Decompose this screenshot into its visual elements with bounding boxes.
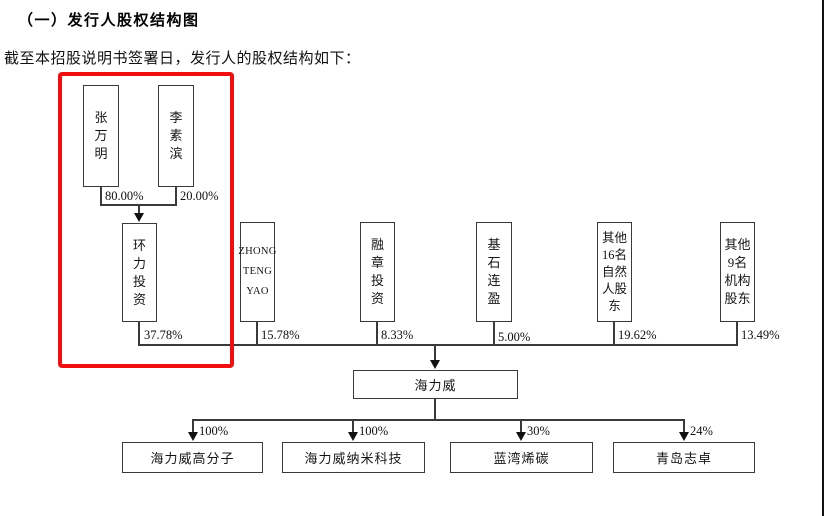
node-hailiwei-gaofenzi-label: 海力威高分子	[150, 451, 235, 466]
connector-line	[175, 187, 177, 206]
connector-line	[138, 204, 140, 214]
connector-line	[352, 419, 354, 433]
ownership-pct: 15.78%	[261, 328, 300, 342]
node-jishi-label: 基 石 连 盈	[487, 237, 501, 306]
node-other-16-label: 其他 16名 自然 人股 东	[601, 230, 627, 313]
ownership-pct: 100%	[199, 424, 229, 438]
connector-line	[434, 344, 436, 361]
intro-text: 截至本招股说明书签署日，发行人的股权结构如下：	[4, 51, 361, 67]
connector-line	[613, 322, 615, 346]
connector-bus-line	[138, 344, 738, 346]
node-zhangwanming-label: 张 万 明	[94, 110, 108, 161]
highlight-rectangle	[58, 72, 234, 368]
arrow-down-icon	[188, 432, 198, 441]
node-lisubin-label: 李 素 滨	[169, 110, 183, 161]
connector-line	[100, 187, 102, 206]
node-other-9-institutions: 其他 9名 机构 股东	[720, 222, 755, 322]
node-huanli-label: 环 力 投 资	[132, 237, 146, 307]
ownership-pct: 30%	[527, 424, 550, 438]
ownership-pct: 19.62%	[618, 328, 657, 342]
node-other-16-natural-persons: 其他 16名 自然 人股 东	[597, 222, 632, 322]
ownership-pct: 5.00%	[498, 330, 531, 344]
node-zhong-teng-yao: ZHONG TENG YAO	[238, 222, 277, 322]
connector-line	[520, 419, 522, 433]
ownership-pct: 100%	[359, 424, 389, 438]
node-other-9-label: 其他 9名 机构 股东	[724, 237, 751, 306]
node-hailiwei-nami-keji-label: 海力威纳米科技	[304, 451, 403, 466]
node-hailiwei-label: 海力威	[414, 378, 457, 393]
arrow-down-icon	[516, 432, 526, 441]
arrow-down-icon	[430, 360, 440, 369]
ownership-pct: 20.00%	[180, 189, 219, 203]
connector-bus-line	[192, 419, 685, 421]
node-hailiwei-gaofenzi: 海力威高分子	[122, 442, 263, 473]
node-rongzhang-investment: 融 章 投 资	[360, 222, 395, 322]
connector-line	[683, 419, 685, 433]
connector-line	[192, 419, 194, 433]
ownership-pct: 13.49%	[741, 328, 780, 342]
arrow-down-icon	[348, 432, 358, 441]
node-jishi-lianying: 基 石 连 盈	[476, 222, 512, 322]
ownership-pct: 37.78%	[144, 328, 183, 342]
connector-line	[376, 322, 378, 346]
ownership-pct: 80.00%	[105, 189, 144, 203]
section-heading: （一）发行人股权结构图	[18, 12, 200, 29]
connector-line	[138, 322, 140, 346]
node-zhangwanming: 张 万 明	[83, 85, 119, 187]
connector-line	[256, 322, 258, 346]
node-lisubin: 李 素 滨	[158, 85, 194, 187]
node-huanli-investment: 环 力 投 资	[122, 223, 157, 322]
connector-line	[434, 399, 436, 421]
node-lanwan-xitan: 蓝湾烯碳	[450, 442, 593, 473]
connector-line	[493, 322, 495, 346]
node-zhong-teng-yao-label: ZHONG TENG YAO	[238, 246, 277, 297]
node-hailiwei-nami-keji: 海力威纳米科技	[282, 442, 425, 473]
ownership-pct: 24%	[690, 424, 713, 438]
page-border-line	[822, 0, 824, 516]
node-rongzhang-label: 融 章 投 资	[370, 237, 384, 306]
arrow-down-icon	[134, 213, 144, 222]
node-qingdao-zhizhuo-label: 青岛志卓	[655, 451, 712, 466]
arrow-down-icon	[679, 432, 689, 441]
node-qingdao-zhizhuo: 青岛志卓	[613, 442, 755, 473]
node-lanwan-xitan-label: 蓝湾烯碳	[493, 451, 550, 466]
ownership-pct: 8.33%	[381, 328, 414, 342]
node-hailiwei-issuer: 海力威	[353, 370, 518, 399]
connector-line	[736, 322, 738, 346]
